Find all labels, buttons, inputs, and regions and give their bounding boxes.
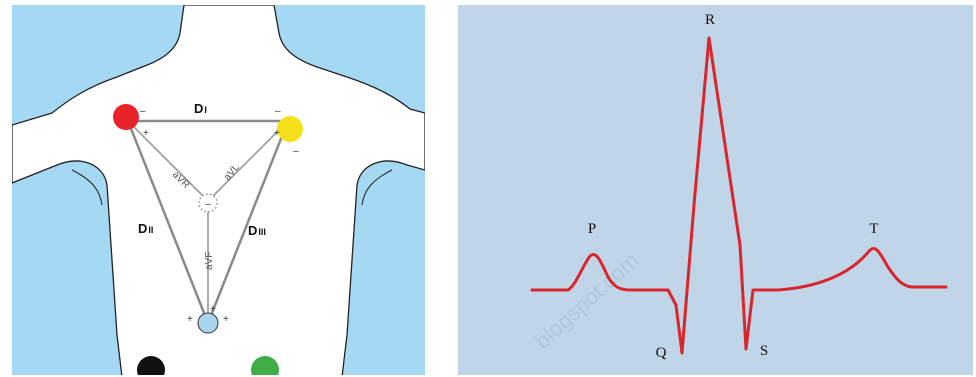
- wave-label-t: T: [869, 221, 878, 237]
- sign-plus-d2-foot: +: [187, 314, 193, 325]
- einthoven-triangle-diagram: – DI DII DIII aVR aVL aVF – + – + – + + …: [12, 5, 425, 375]
- ecg-waveform-diagram: blogspot.com P R Q S T: [458, 5, 973, 375]
- wave-label-s: S: [760, 343, 768, 359]
- left-leg-electrode: [198, 313, 218, 333]
- wave-label-p: P: [588, 221, 596, 237]
- sign-plus-avf-foot: +: [210, 304, 216, 315]
- left-armpit-line: [72, 170, 102, 205]
- sign-plus-d2-right: +: [143, 128, 149, 139]
- einthoven-svg: – DI DII DIII aVR aVL aVF – + – + – + + …: [12, 5, 425, 375]
- right-armpit-line: [362, 170, 392, 205]
- ecg-svg: blogspot.com P R Q S T: [458, 5, 973, 375]
- lead-avf-label: aVF: [204, 252, 215, 270]
- sign-minus-left-arm: –: [293, 146, 299, 157]
- right-arm-electrode: [113, 104, 139, 130]
- wave-label-r: R: [705, 12, 715, 28]
- sign-plus-d1-left: +: [274, 128, 280, 139]
- sign-plus-d3-foot: +: [223, 314, 229, 325]
- wave-label-q: Q: [656, 345, 667, 361]
- left-arm-electrode: [277, 116, 303, 142]
- central-terminal-sign: –: [205, 199, 211, 210]
- sign-minus-d1-right: –: [140, 106, 146, 117]
- sign-minus-d3-left: –: [275, 106, 281, 117]
